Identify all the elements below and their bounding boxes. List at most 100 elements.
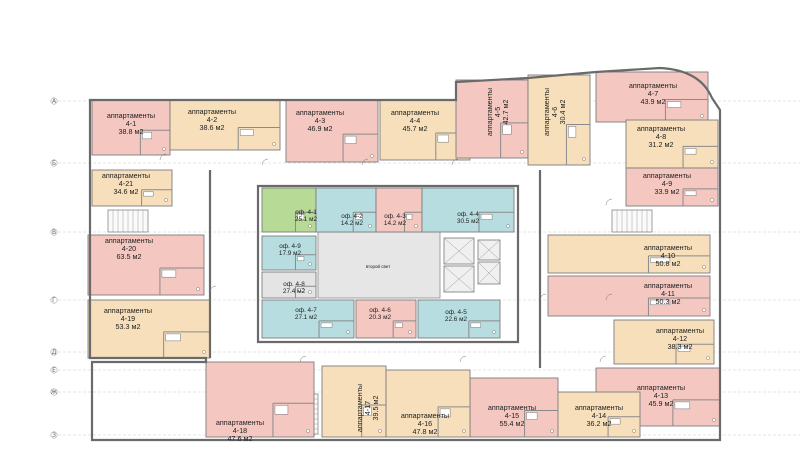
grid-axis-label: Г (52, 297, 56, 304)
apt-4-5[interactable] (455, 79, 529, 159)
apartment-area: 38.6 м2 (200, 123, 225, 132)
apartment-number: 4-15 (505, 411, 519, 420)
grid-axis-label: Д (52, 349, 57, 356)
office-4-3[interactable] (375, 187, 423, 233)
door-swing (605, 198, 613, 206)
room-fill (87, 299, 211, 359)
apartment-area: 47.6 м2 (228, 434, 253, 443)
grid-axis-marker (50, 388, 58, 396)
apartment-type: аппартаменты (542, 88, 551, 136)
door-swing (459, 355, 467, 363)
apt-4-9[interactable] (625, 167, 719, 207)
office-area: 25.1 м2 (295, 216, 318, 223)
room-fill (91, 99, 171, 156)
office-4-6[interactable] (355, 299, 417, 339)
office-4-9[interactable] (261, 235, 317, 271)
apartment-type: аппартаменты (107, 111, 155, 120)
apartment-type: аппартаменты (643, 171, 691, 180)
apartment-type: аппартаменты (644, 281, 692, 290)
apartment-type: аппартаменты (637, 383, 685, 392)
grid-axis-marker (50, 431, 58, 439)
grid-axis-label: Ж (51, 389, 58, 396)
room-fill (595, 71, 709, 123)
apt-4-6[interactable] (527, 74, 591, 166)
office-name: оф. 4-4 (457, 211, 479, 218)
apartment-type: аппартаменты (188, 107, 236, 116)
office-area: 27.1 м2 (295, 314, 318, 321)
room-fill (417, 299, 501, 339)
apartment-number: 4-9 (662, 179, 672, 188)
apt-4-15[interactable] (469, 377, 559, 438)
office-4-7[interactable] (261, 299, 355, 339)
room-fill (527, 74, 591, 166)
apt-4-19[interactable] (87, 299, 211, 359)
apartment-area: 42.7 м2 (501, 100, 510, 125)
door-swing (299, 355, 307, 363)
office-4-4[interactable] (421, 187, 515, 233)
apt-4-21[interactable] (91, 169, 173, 207)
apt-4-17[interactable] (321, 365, 387, 438)
building-outline (88, 66, 722, 442)
office-4-8[interactable] (261, 271, 317, 299)
apt-4-8[interactable] (625, 119, 719, 169)
apt-4-16[interactable] (385, 369, 471, 438)
apartment-area: 30.4 м2 (558, 100, 567, 125)
apt-4-10[interactable] (547, 234, 711, 274)
apartment-number: 4-19 (121, 314, 135, 323)
apt-4-3[interactable] (285, 99, 379, 163)
apt-4-11[interactable] (547, 275, 711, 317)
grid-axis-marker (50, 159, 58, 167)
room-fill (261, 299, 355, 339)
door-swing (159, 153, 167, 161)
room-fill (613, 319, 715, 365)
office-4-6-label: оф. 4-620.3 м2 (369, 307, 392, 321)
atrium (317, 231, 441, 299)
room-fill (625, 119, 719, 169)
apt-4-14[interactable] (555, 391, 641, 438)
apartment-number: 4-16 (418, 419, 432, 428)
grid-axis-label: Б (52, 160, 56, 167)
office-4-4-label: оф. 4-430.5 м2 (457, 211, 480, 225)
apt-4-2[interactable] (169, 99, 281, 151)
room-fill (547, 234, 711, 274)
office-area: 30.5 м2 (457, 218, 480, 225)
apartment-type: аппартаменты (296, 108, 344, 117)
door-swing (361, 158, 369, 166)
apartment-type: аппартаменты (401, 411, 449, 420)
office-4-2[interactable] (315, 187, 377, 233)
office-4-5[interactable] (417, 299, 501, 339)
apartment-area: 50.3 м2 (656, 297, 681, 306)
apartment-area: 45.7 м2 (403, 124, 428, 133)
office-4-3-label: оф. 4-314.2 м2 (384, 213, 407, 227)
office-name: оф. 4-8 (283, 281, 305, 288)
apartment-number: 4-13 (654, 391, 668, 400)
apartment-number: 4-21 (119, 179, 133, 188)
room-fill (355, 299, 417, 339)
staircase (611, 209, 653, 233)
apartment-area: 38.3 м2 (668, 342, 693, 351)
apartment-area: 43.9 м2 (641, 97, 666, 106)
apt-4-18[interactable] (205, 361, 315, 438)
apt-4-1[interactable] (91, 99, 171, 156)
grid-axis-marker (50, 348, 58, 356)
apartment-area: 55.4 м2 (500, 419, 525, 428)
apt-4-12[interactable] (613, 319, 715, 365)
room-fill (375, 187, 423, 233)
apt-4-7[interactable] (595, 71, 709, 123)
apt-4-4[interactable] (379, 99, 471, 161)
apt-4-20[interactable] (87, 234, 205, 296)
apartment-area: 63.5 м2 (117, 252, 142, 261)
apartment-area: 50.8 м2 (656, 259, 681, 268)
